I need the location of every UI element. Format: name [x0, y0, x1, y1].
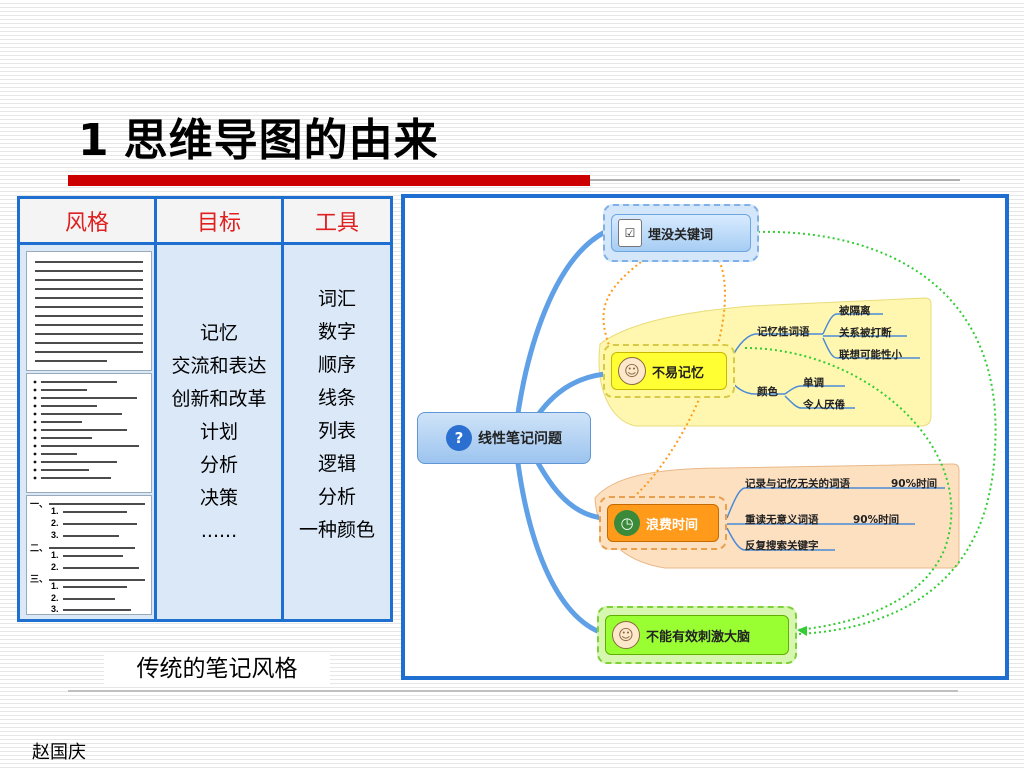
branch-label: 浪费时间: [646, 517, 699, 533]
clock-icon: ◷: [614, 510, 640, 536]
branch-label: 埋没关键词: [648, 227, 714, 243]
tool-item: 线条: [317, 387, 356, 409]
tool-item: 数字: [317, 321, 356, 343]
tool-item: 列表: [317, 420, 356, 442]
title-underline-bar: [68, 175, 590, 186]
linear-notes-sample: [26, 251, 152, 371]
notes-table: 风格 目标 工具: [17, 196, 393, 622]
table-divider: [281, 199, 284, 619]
outline-marker: 3.: [51, 604, 59, 614]
outline-marker: 2.: [51, 593, 59, 603]
author-name: 赵国庆: [32, 742, 86, 763]
bullet-notes-sample: [26, 373, 152, 493]
goal-item: 分析: [199, 453, 238, 476]
goal-item: 记忆: [199, 321, 238, 344]
mindmap-center-node: ? 线性笔记问题: [417, 412, 591, 464]
title-underline-thin: [590, 179, 960, 181]
branch-label: 不能有效刺激大脑: [646, 629, 751, 645]
branch-keywords: ☑ 埋没关键词: [603, 204, 759, 262]
footer-line: [68, 690, 958, 692]
branch-waste-time: ◷ 浪费时间: [599, 496, 727, 550]
outline-notes-sample: 一、 1. 2. 3. 二、 1. 2. 三、 1. 2. 3.: [26, 495, 152, 615]
center-label: 线性笔记问题: [478, 431, 562, 447]
goal-item: 计划: [199, 420, 238, 443]
title-text: 思维导图的由来: [123, 115, 439, 166]
header-goal: 目标: [157, 199, 281, 245]
head-icon: ☺: [618, 357, 646, 385]
outline-list-image: 一、 1. 2. 3. 二、 1. 2. 三、 1. 2. 3.: [30, 499, 145, 614]
relation-dotted-green: [752, 230, 997, 635]
slide-title: 1 思维导图的由来: [78, 104, 439, 168]
outline-marker: 1.: [51, 581, 59, 591]
outline-marker: 3.: [51, 530, 59, 540]
branch-memory: ☺ 不易记忆: [603, 344, 735, 398]
ruled-lines-image: [35, 261, 143, 362]
leaf-node: 重读无意义词语: [745, 514, 819, 526]
tool-item: 逻辑: [317, 453, 356, 475]
question-icon: ?: [446, 425, 472, 451]
tools-column: 词汇 数字 顺序 线条 列表 逻辑 分析 一种颜色: [284, 245, 390, 619]
bullet-list-image: [33, 380, 139, 480]
table-caption: 传统的笔记风格: [104, 652, 330, 686]
leaf-node: 90%时间: [853, 514, 900, 526]
leaf-node: 记录与记忆无关的词语: [745, 478, 850, 490]
branch-label: 不易记忆: [652, 365, 705, 381]
outline-marker: 2.: [51, 518, 59, 528]
branch-brain: ☺ 不能有效刺激大脑: [597, 606, 797, 664]
leaf-node: 90%时间: [891, 478, 938, 490]
leaf-node: 令人厌倦: [803, 399, 845, 411]
table-divider: [154, 199, 157, 619]
tool-item: 词汇: [317, 288, 356, 310]
header-style: 风格: [20, 199, 154, 245]
leaf-node: 单调: [803, 377, 824, 389]
leaf-node: 被隔离: [839, 305, 871, 317]
mindmap-figure: ? 线性笔记问题 ☑ 埋没关键词 ☺ 不易记忆 ◷ 浪费时间 ☺ 不能有效刺激大…: [401, 194, 1009, 680]
goal-item: 交流和表达: [171, 354, 267, 377]
goals-column: 记忆 交流和表达 创新和改革 计划 分析 决策 ......: [157, 245, 281, 619]
relation-dotted-green: [744, 347, 953, 631]
tool-item: 顺序: [317, 354, 356, 376]
outline-marker: 三、: [30, 574, 48, 584]
outline-marker: 一、: [30, 499, 48, 509]
goal-item: 决策: [199, 486, 238, 509]
sub-node: 颜色: [757, 386, 778, 398]
leaf-node: 关系被打断: [839, 327, 892, 339]
outline-marker: 1.: [51, 550, 59, 560]
head-icon: ☺: [612, 621, 640, 649]
goal-item: ......: [200, 519, 238, 542]
tool-item: 分析: [317, 486, 356, 508]
outline-marker: 二、: [30, 543, 48, 553]
notepad-icon: ☑: [618, 219, 642, 247]
outline-marker: 1.: [51, 506, 59, 516]
leaf-node: 联想可能性小: [839, 349, 902, 361]
goal-item: 创新和改革: [171, 387, 267, 410]
outline-marker: 2.: [51, 562, 59, 572]
header-tool: 工具: [284, 199, 390, 245]
relation-dotted-orange: [602, 255, 650, 349]
leaf-node: 反复搜索关键字: [745, 540, 819, 552]
sub-node: 记忆性词语: [757, 326, 810, 338]
tool-item: 一种颜色: [298, 519, 375, 541]
title-number: 1: [78, 115, 110, 166]
